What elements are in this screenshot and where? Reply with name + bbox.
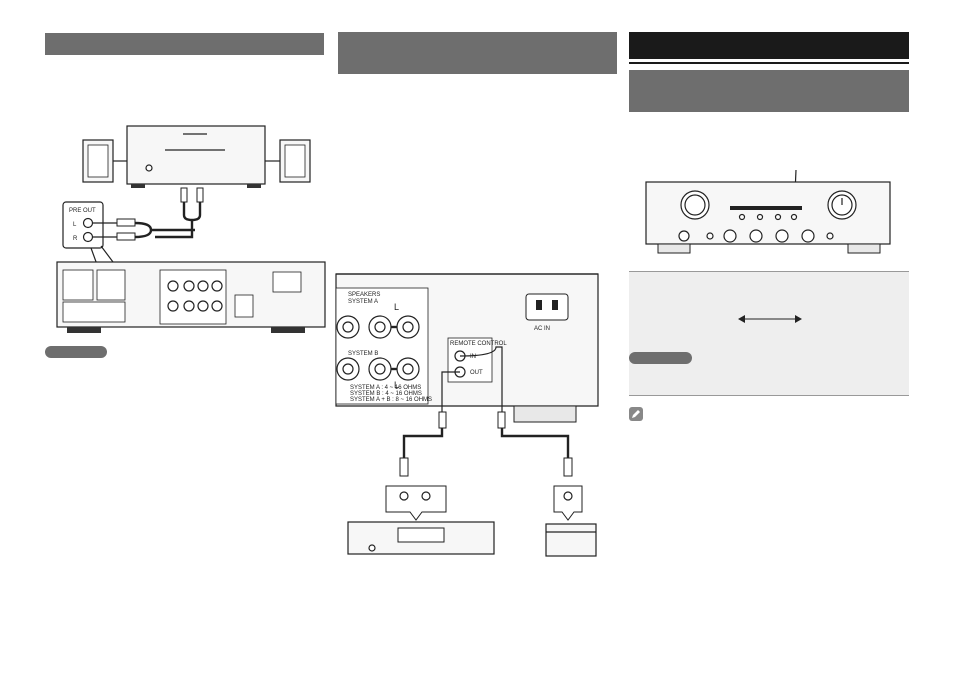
pencil-note-icon	[629, 407, 643, 421]
svg-text:R: R	[73, 236, 78, 242]
ohms-line-2: SYSTEM B : 4 ~ 16 OHMS	[350, 391, 422, 397]
svg-text:L: L	[73, 222, 77, 228]
power-amplifier	[126, 125, 266, 185]
speakers-label: SPEAKERS	[348, 292, 380, 298]
external-device	[545, 523, 597, 557]
info-panel	[629, 271, 909, 396]
title-underline	[629, 62, 909, 64]
ac-inlet	[525, 293, 569, 321]
remote-control-connection-diagram: SPEAKERS SYSTEM A SYSTEM B L L SYSTEM A …	[335, 273, 599, 557]
cd-player-callout	[385, 485, 447, 521]
ohms-line-3: SYSTEM A + B : 8 ~ 16 OHMS	[350, 397, 432, 403]
left-channel-label-b: L	[394, 380, 399, 390]
section-header-bar-right	[629, 70, 909, 112]
chapter-title-bar	[629, 32, 909, 59]
ac-in-label: AC IN	[534, 326, 550, 332]
device-callout	[553, 485, 583, 521]
ohms-line-1: SYSTEM A : 4 ~ 16 OHMS	[350, 385, 421, 391]
remote-out-label: OUT	[470, 370, 483, 376]
svg-text:PRE OUT: PRE OUT	[69, 208, 96, 214]
system-a-label: SYSTEM A	[348, 299, 378, 305]
note-tag-left	[45, 346, 107, 358]
left-channel-label: L	[394, 302, 399, 312]
section-header-bar-left	[45, 33, 324, 55]
note-tag-right	[629, 352, 692, 364]
remote-in-label: IN	[470, 354, 476, 360]
double-arrow-icon	[738, 315, 802, 323]
remote-control-jacks	[447, 337, 493, 383]
remote-control-label: REMOTE CONTROL	[450, 341, 507, 347]
system-b-label: SYSTEM B	[348, 351, 378, 357]
front-panel-diagram	[645, 169, 891, 254]
section-header-bar-middle	[338, 32, 617, 74]
power-amp-connection-diagram: PRE OUT L R	[56, 125, 326, 333]
